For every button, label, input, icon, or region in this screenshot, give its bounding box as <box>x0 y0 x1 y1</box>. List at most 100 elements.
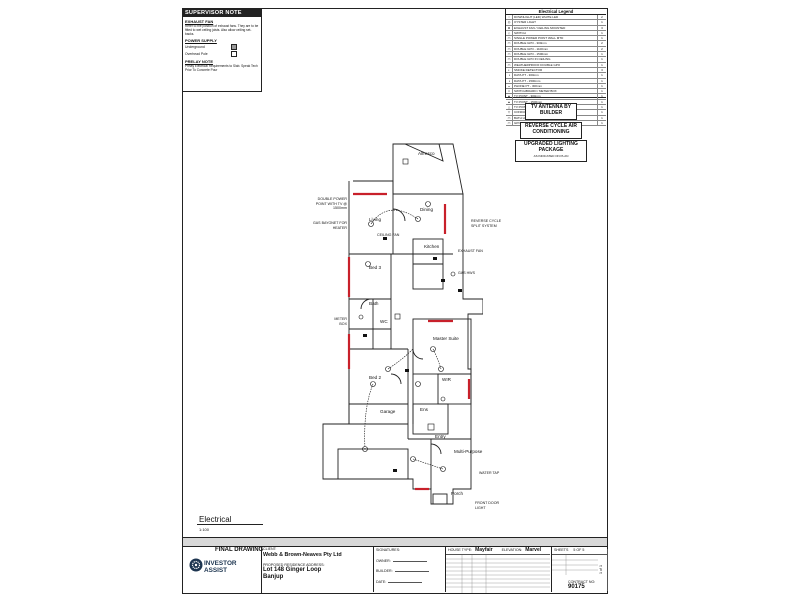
option-underground[interactable]: Underground <box>185 44 237 50</box>
legend-count: 1 <box>597 36 606 41</box>
date-line[interactable] <box>388 581 423 583</box>
option-overhead-label: Overhead Pole <box>185 52 208 56</box>
legend-symbol-icon: △ <box>506 105 513 110</box>
legend-count: 1 <box>597 110 606 115</box>
drawing-name: Electrical <box>199 515 232 524</box>
aircon-text: REVERSE CYCLE AIR CONDITIONING <box>524 123 578 135</box>
builder-label: BUILDER: <box>376 569 393 574</box>
signatures-block: SIGNATURES: OWNER: BUILDER: DATE: <box>373 547 444 592</box>
legend-count: 1 <box>597 20 606 25</box>
room-entry: Entry <box>435 434 446 439</box>
legend-symbol-icon: ▲ <box>506 99 513 105</box>
legend-label: DOUBLE GPO - 1100mm <box>514 46 548 51</box>
room-wir: WIR <box>442 377 451 382</box>
exhaust-heading: EXHAUST FAN <box>185 19 214 24</box>
legend-symbol-icon: ▭ <box>506 46 513 52</box>
legend-symbol-icon: ▭ <box>506 41 513 46</box>
legend-symbol-icon: ▭ <box>506 120 513 126</box>
legend-label: DOUBLE GPO - 300mm <box>514 41 547 46</box>
date-row[interactable]: DATE: <box>376 580 442 585</box>
legend-count: 2 <box>597 15 606 20</box>
address-label: PROPOSED RESIDENCE ADDRESS: <box>263 562 325 567</box>
legend-symbol-icon: ◒ <box>506 83 513 89</box>
legend-label: WEATHERPROOF DOUBLE GPO <box>514 62 561 67</box>
option-overhead[interactable]: Overhead Pole <box>185 51 237 57</box>
client-label: CLIENT: <box>263 547 277 551</box>
power-heading: POWER SUPPLY <box>185 38 217 43</box>
room-multi: Multi-Purpose <box>454 449 483 454</box>
tv-antenna-text: TV ANTENNA BY BUILDER <box>530 104 572 116</box>
legend-count: 2 <box>597 41 606 46</box>
legend-symbol-icon: ▭ <box>506 52 513 57</box>
room-garage: Garage <box>380 409 396 414</box>
legend-count: 1 <box>597 105 606 110</box>
contract-label: CONTRACT NO: <box>568 579 596 584</box>
legend-label: DOUBLE GPO - 1500mm <box>514 52 549 57</box>
legend-count: 2 <box>597 46 606 52</box>
electrical-symbols <box>358 158 456 472</box>
legend-label: PHONE PT - 300mm <box>514 83 542 88</box>
sheet-info-block: SHEETS 5 OF 5 CONTRACT NO: 90175 1 of 1 <box>551 547 608 592</box>
final-drawing-banner: FINAL DRAWING <box>183 537 607 553</box>
owner-signature-line[interactable] <box>392 560 427 562</box>
annotation-exhaust-fan: EXHAUST FAN <box>458 249 483 253</box>
room-bath: Bath <box>369 301 379 306</box>
legend-label: DATA PT - 1500mm <box>514 78 541 83</box>
annotation-water-tap: WATER TAP <box>479 471 500 475</box>
legend-count: 1 <box>597 115 606 120</box>
annotation-split-system: REVERSE CYCLE SPLIT SYSTEM <box>471 219 502 228</box>
builder-signature-line[interactable] <box>394 571 429 573</box>
room-bed3: Bed 3 <box>369 265 382 270</box>
room-bed2: Bed 2 <box>369 375 382 380</box>
legend-count: 1 <box>597 94 606 99</box>
annotation-tv-gpo: DOUBLE POWER POINT WITH TV @ 1500mm <box>315 197 347 211</box>
lighting-note: UPGRADED LIGHTING PACKAGE AS INDICATED O… <box>515 140 587 162</box>
aircon-note: REVERSE CYCLE AIR CONDITIONING <box>520 122 582 139</box>
final-drawing-label: FINAL DRAWING <box>215 547 264 553</box>
legend-label: SINGLE POWER POINT WALL MTD <box>514 36 564 41</box>
room-living: Living <box>369 217 382 222</box>
owner-signature-row[interactable]: OWNER: <box>376 559 442 564</box>
legend-label: DATA PT - 300mm <box>514 73 539 78</box>
title-block: INVESTOR ASSIST CLIENT: Webb & Brown-Nea… <box>183 546 608 593</box>
annotation-ceiling-fan: CEILING FAN <box>377 233 400 237</box>
exhaust-text: Refer to the position of exhaust fans. T… <box>185 24 259 36</box>
legend-symbol-icon: ◐ <box>506 67 513 73</box>
sheets-row: SHEETS 5 OF 5 <box>552 547 608 555</box>
annotation-front-door-light: FRONT DOOR LIGHT <box>475 501 500 510</box>
house-info-block: HOUSE TYPE: Mayfair ELEVATION: Marvel <box>445 547 550 593</box>
legend-symbol-icon: ▭ <box>506 57 513 62</box>
elevation-value: Marvel <box>525 547 542 553</box>
drawing-name-underline <box>197 524 263 525</box>
legend-symbol-icon: ◇ <box>506 30 513 36</box>
legend-symbol-icon: ▲ <box>506 94 513 99</box>
annotation-gas-hws: GAS HWS <box>458 271 475 275</box>
overhead-checkbox[interactable] <box>231 51 237 57</box>
owner-label: OWNER: <box>376 558 391 563</box>
logo-mark-icon <box>189 558 203 572</box>
legend-label: SMOKE DETECTOR <box>514 67 543 72</box>
lighting-text: UPGRADED LIGHTING PACKAGE <box>524 141 578 153</box>
client-name: Webb & Brown-Neaves Pty Ltd <box>263 551 342 558</box>
logo-wordmark: INVESTOR ASSIST <box>204 560 237 574</box>
house-type-label: HOUSE TYPE: <box>448 548 473 552</box>
underground-checkbox[interactable] <box>231 44 237 50</box>
sheet-number: 5 OF 5 <box>573 548 585 552</box>
house-outline <box>322 180 483 505</box>
room-porch: Porch <box>451 491 464 496</box>
builder-signature-row[interactable]: BUILDER: <box>376 569 442 574</box>
floor-plan <box>322 143 483 505</box>
legend-label: DOWNLIGHT (LED) WHITE LED <box>514 15 559 19</box>
legend-count: 1 <box>597 89 606 94</box>
house-info-header: HOUSE TYPE: Mayfair ELEVATION: Marvel <box>446 547 550 555</box>
drawing-sheet: SUPERVISOR NOTE EXHAUST FAN Refer to the… <box>182 8 608 594</box>
tv-antenna-note: TV ANTENNA BY BUILDER <box>525 103 577 120</box>
